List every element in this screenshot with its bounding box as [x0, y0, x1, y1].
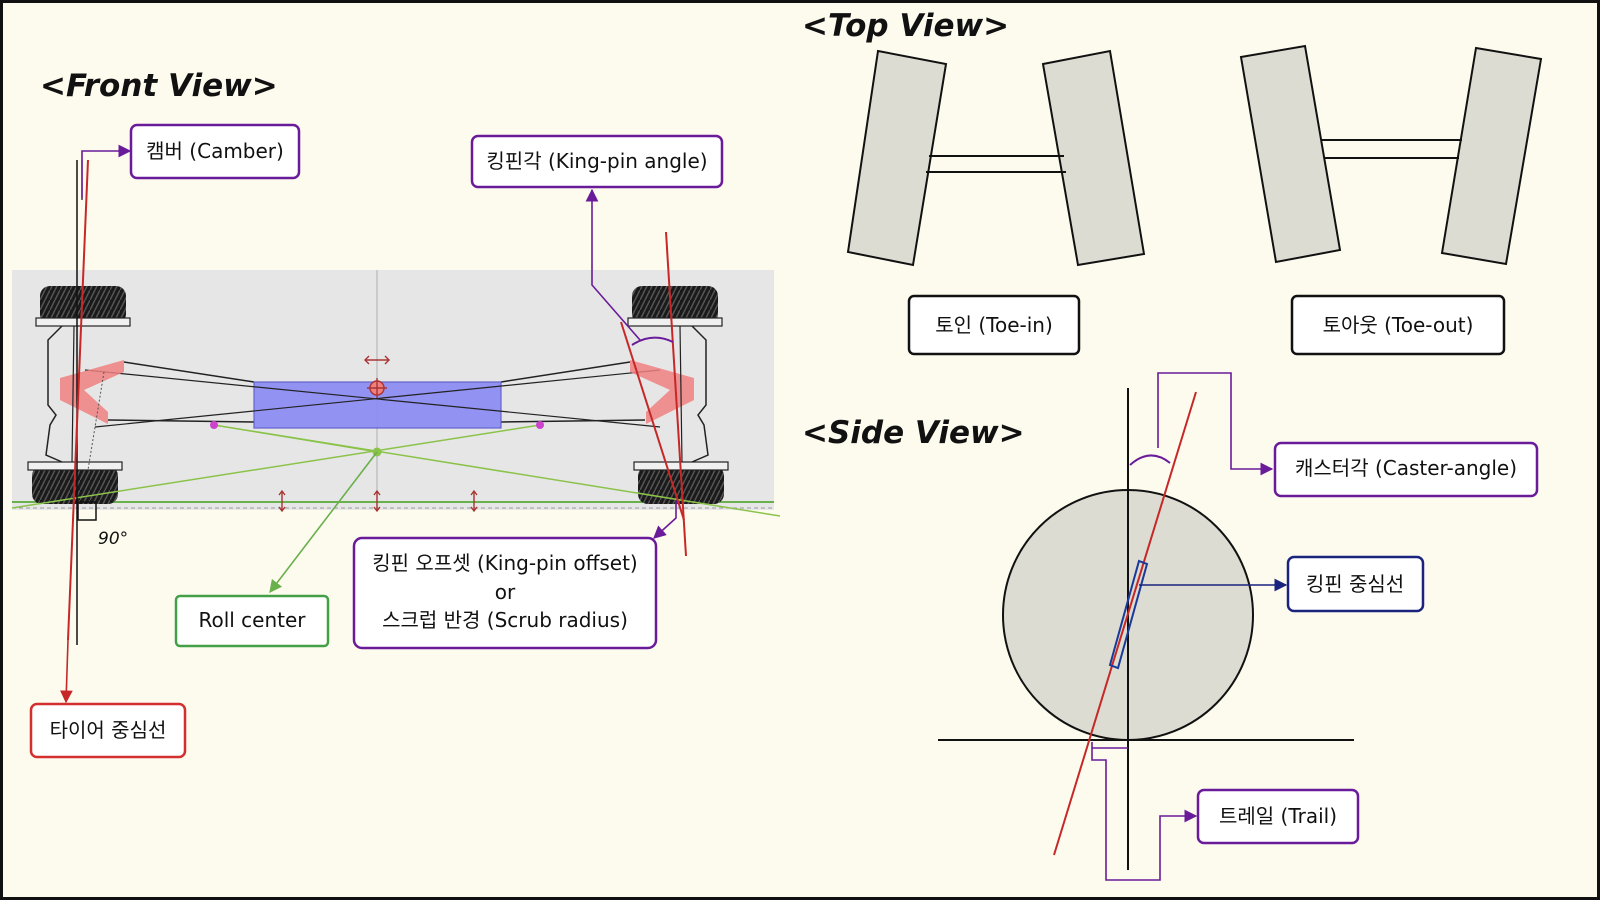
angle-90-label: 90° [98, 529, 128, 549]
move-handle-icon [364, 355, 390, 398]
right-angle-marker [77, 501, 97, 521]
toe-in-label-box [907, 294, 1081, 356]
caster-label: 캐스터각 (Caster-angle) [1295, 456, 1517, 480]
roll-line-3 [213, 424, 378, 453]
top-view-title: <Top View> [802, 8, 1009, 44]
lower-arm-left [107, 419, 255, 423]
tire-centerline-red [67, 159, 89, 641]
caster-axis-red [1053, 391, 1197, 856]
kingpin-offset-arrow [653, 500, 677, 539]
tire-centerline-arrow [59, 639, 73, 704]
toe-in-diagram [846, 49, 1146, 267]
left-tire-top [40, 286, 126, 324]
control-arm-right [630, 360, 694, 424]
camber-arrow [81, 144, 132, 198]
trail-label: 트레일 (Trail) [1219, 804, 1337, 828]
kingpin-offset-label-line2: or [495, 580, 516, 604]
upper-arm-right [500, 361, 631, 383]
toe-out-diagram [1239, 44, 1543, 266]
camber-label-box [129, 123, 301, 180]
tire-centerline-label: 타이어 중심선 [50, 718, 167, 742]
caster-arrow [1157, 372, 1274, 476]
lower-arm-right [500, 419, 646, 423]
pivot-point-left [210, 421, 218, 429]
toe-in-label: 토인 (Toe-in) [935, 313, 1053, 337]
height-handle-icons [278, 489, 478, 513]
kingpin-body [1108, 559, 1149, 670]
caster-label-box [1273, 441, 1539, 498]
kingpin-line-red [620, 321, 685, 521]
trail-bracket [1091, 742, 1198, 881]
kingpin-vertical-red [665, 231, 687, 557]
tire-centerline-label-box [29, 702, 187, 759]
caster-angle-arc [1129, 454, 1171, 466]
kingpin-angle-label-box [470, 134, 724, 189]
roll-center-arrow [269, 451, 378, 594]
kingpin-center-label-box [1286, 555, 1425, 613]
kingpin-angle-label: 킹핀각 (King-pin angle) [486, 149, 707, 173]
toe-out-label-box [1290, 294, 1506, 356]
right-tire-top [632, 286, 718, 324]
chassis-diagonal-2 [94, 369, 661, 428]
roll-center-label-box [174, 594, 330, 648]
pivot-point-right [536, 421, 544, 429]
toe-in-right-tire [1041, 49, 1146, 267]
control-arm-left [60, 360, 124, 424]
kingpin-offset-label-line3: 스크럽 반경 (Scrub radius) [382, 608, 628, 632]
toe-out-left-tire [1239, 44, 1342, 264]
roll-center-label: Roll center [198, 608, 306, 632]
kingpin-angle-arc [631, 336, 674, 346]
kingpin-offset-label-box [352, 536, 658, 650]
toe-in-left-tire [846, 49, 948, 267]
side-view-title: <Side View> [802, 415, 1025, 451]
kingpin-center-label: 킹핀 중심선 [1306, 572, 1404, 596]
roll-line-1 [11, 424, 541, 509]
camber-label: 캠버 (Camber) [146, 139, 284, 163]
toe-out-label: 토아웃 (Toe-out) [1323, 313, 1474, 337]
trail-label-box [1196, 788, 1360, 845]
toe-out-right-tire [1440, 46, 1543, 266]
kingpin-angle-arrow [585, 188, 641, 341]
kingpin-offset-label-line1: 킹핀 오프셋 (King-pin offset) [372, 551, 637, 575]
upper-arm-left [123, 361, 255, 383]
front-view-title: <Front View> [40, 68, 278, 104]
